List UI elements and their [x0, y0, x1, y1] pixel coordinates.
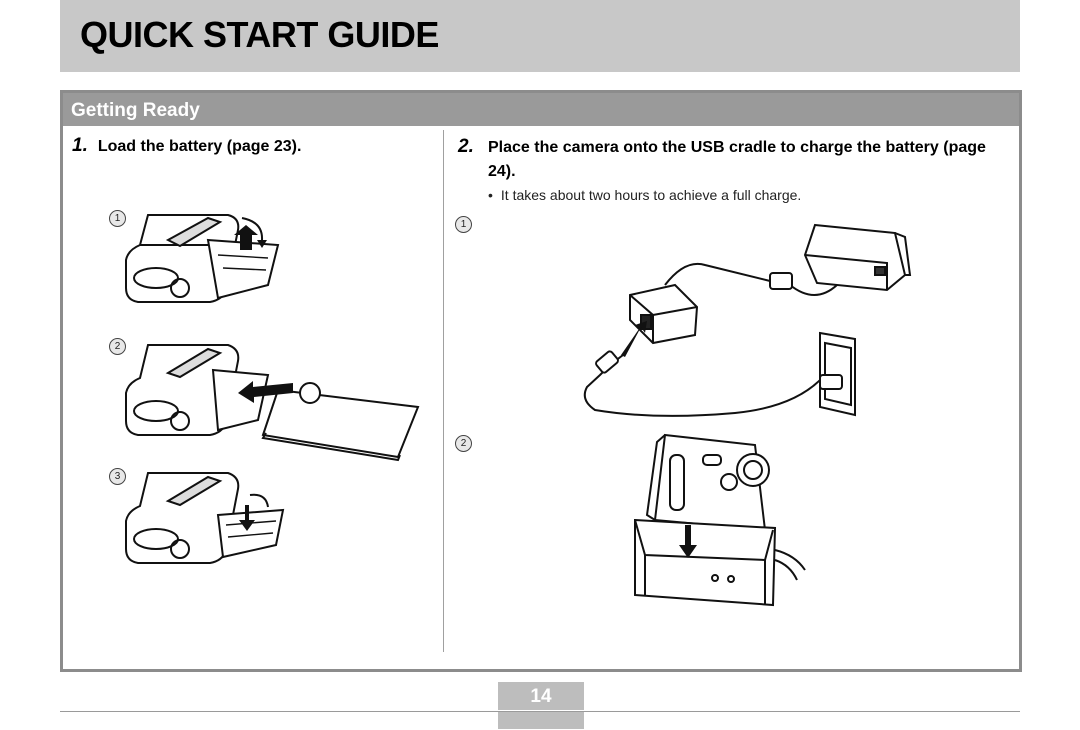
step-2-text: Place the camera onto the USB cradle to …	[488, 139, 986, 180]
usb-cradle-charging-illustration	[583, 223, 912, 417]
insert-battery-illustration	[125, 344, 420, 462]
section-band	[63, 93, 1019, 126]
marker-2-left: 2	[109, 338, 126, 355]
section-frame: Getting Ready	[60, 90, 1022, 672]
camera-open-cover-illustration	[125, 214, 280, 303]
header-bar	[60, 0, 1020, 72]
marker-3-left: 3	[109, 468, 126, 485]
step-1-number: 1.	[72, 135, 88, 156]
column-divider	[443, 130, 444, 652]
step-2-number: 2.	[458, 136, 474, 157]
step-2: 2. Place the camera onto the USB cradle t…	[458, 135, 1008, 184]
bullet-note: • It takes about two hours to achieve a f…	[488, 187, 801, 203]
footer-line	[60, 711, 1020, 712]
marker-1-right: 1	[455, 216, 472, 233]
bullet-text: It takes about two hours to achieve a fu…	[500, 187, 802, 203]
camera-on-cradle-illustration	[634, 433, 806, 607]
page-number-tab	[498, 712, 584, 729]
bullet-marker: •	[488, 187, 493, 203]
arrow-icon	[257, 240, 267, 248]
marker-1-left: 1	[109, 210, 126, 227]
marker-2-right: 2	[455, 435, 472, 452]
step-1: 1. Load the battery (page 23).	[72, 135, 432, 158]
page-number: 14	[498, 682, 584, 710]
page-title: QUICK START GUIDE	[80, 14, 439, 55]
close-cover-illustration	[125, 472, 285, 564]
section-title: Getting Ready	[71, 100, 200, 121]
step-1-text: Load the battery (page 23).	[97, 138, 302, 155]
